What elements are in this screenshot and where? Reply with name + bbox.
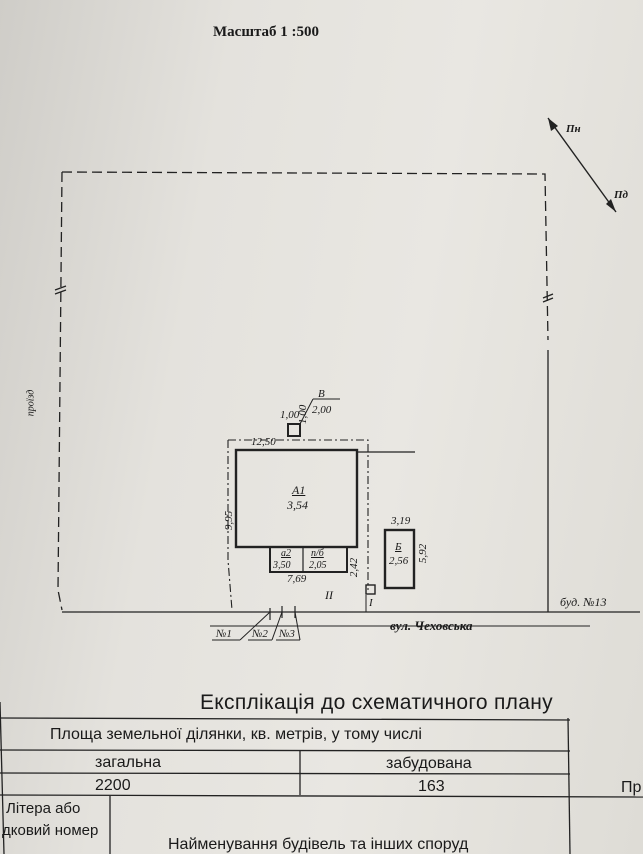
node-1-label: №1 (216, 628, 232, 640)
gate-box (365, 584, 376, 595)
b-name: Б (395, 541, 402, 553)
b-area: 2,56 (389, 555, 409, 567)
col-total-header: загальна (95, 754, 162, 771)
porch-name: п/б (311, 548, 324, 559)
node-2-label: №2 (252, 628, 268, 640)
val-total: 2200 (95, 777, 131, 794)
height-dim: 2,42 (348, 557, 361, 578)
a2-dim: 3,50 (273, 560, 291, 571)
gate-label: I (369, 597, 373, 609)
a2-name: а2 (281, 548, 291, 559)
a1-name: А1 (292, 483, 306, 497)
compass-line (547, 117, 617, 213)
plot-boundary-top (61, 171, 549, 341)
building-v (287, 423, 301, 437)
building-v-name: В (318, 388, 325, 400)
side-passage-label: проїзд (25, 389, 37, 417)
compass-arrow-south (606, 199, 616, 212)
names-col-header: Найменування будівель та інших споруд (168, 836, 469, 853)
scale-label: Масштаб 1 :500 (213, 24, 320, 40)
right-edge-text: Пр (621, 779, 642, 796)
total-width: 7,69 (287, 573, 307, 585)
plot-boundary-left (57, 171, 63, 611)
a1-offset-line (228, 439, 369, 590)
val-built: 163 (418, 778, 445, 795)
building-v-w2: 2,00 (312, 404, 332, 416)
compass-north-label: Пн (566, 123, 581, 135)
node-3-label: №3 (279, 628, 295, 640)
a1-area: 3,54 (287, 498, 308, 512)
building-v-d: 1,00 (297, 404, 309, 424)
compass-south-label: Пд (614, 189, 629, 201)
building-b (383, 528, 416, 590)
letter-col-line2: дковий номер (2, 822, 99, 839)
compass-arrow-north (548, 118, 558, 131)
street-label: вул. Чеховська (390, 618, 473, 633)
building-v-w1: 1,00 (280, 409, 300, 421)
b-width: 3,19 (391, 515, 411, 527)
area-heading: Площа земельної ділянки, кв. метрів, у т… (50, 726, 422, 743)
building-a2 (269, 546, 348, 573)
neighbor-label: буд. №13 (560, 595, 607, 609)
letter-col-line1: Літера або (6, 800, 81, 817)
zone-label: II (325, 588, 333, 602)
a1-width: 12,50 (251, 436, 276, 448)
a1-depth: 9,95 (223, 510, 236, 531)
explication-title: Експлікація до схематичного плану (200, 691, 553, 714)
porch-dim: 2,05 (309, 560, 327, 571)
b-depth: 5,92 (417, 543, 430, 564)
col-built-header: забудована (386, 755, 472, 772)
table-top-line (0, 717, 571, 721)
